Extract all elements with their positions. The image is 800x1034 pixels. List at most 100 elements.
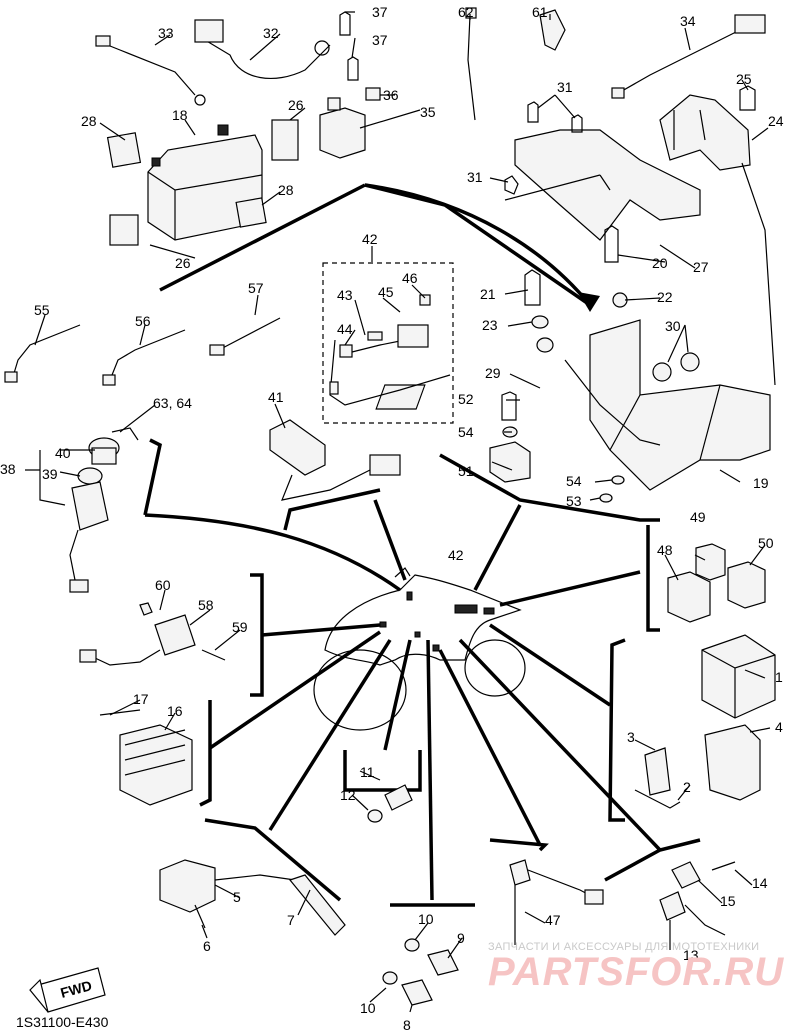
tie-56 xyxy=(109,329,186,381)
callout-17: 17 xyxy=(133,691,149,707)
sensors-8-9-10 xyxy=(382,938,459,1006)
callout-24: 24 xyxy=(768,113,784,129)
callout-34: 34 xyxy=(680,13,696,29)
battery-group xyxy=(95,11,381,246)
starter-cable-32 xyxy=(204,39,331,79)
screw-14 xyxy=(711,861,736,871)
callout-21: 21 xyxy=(480,286,496,302)
callout-54b: 54 xyxy=(566,473,582,489)
battery-pad-right xyxy=(271,119,299,161)
callout-37b: 37 xyxy=(372,32,388,48)
callout-9: 9 xyxy=(457,930,465,946)
callout-14: 14 xyxy=(752,875,768,891)
callout-5: 5 xyxy=(233,889,241,905)
battery-tray-group xyxy=(375,225,771,503)
battery-pad-left xyxy=(106,132,142,168)
callout-2: 2 xyxy=(683,779,691,795)
collar-23 xyxy=(531,315,549,329)
callout-6: 6 xyxy=(203,938,211,954)
ignition-coil xyxy=(159,859,346,936)
washer-10a xyxy=(404,938,420,952)
washer-12 xyxy=(367,809,383,823)
callout-53: 53 xyxy=(566,493,582,509)
callout-12: 12 xyxy=(340,787,356,803)
callout-23: 23 xyxy=(482,317,498,333)
callout-31a: 31 xyxy=(557,79,573,95)
bolt-2 xyxy=(634,789,681,809)
relay-49 xyxy=(695,543,726,581)
fuse-36 xyxy=(365,87,381,101)
washer-10b xyxy=(382,971,398,985)
bracket-3 xyxy=(644,747,671,796)
tie-55 xyxy=(11,324,81,381)
callout-28b: 28 xyxy=(278,182,294,198)
fwd-label: FWD xyxy=(59,977,94,1001)
callout-54a: 54 xyxy=(458,424,474,440)
ecu-bracket-4 xyxy=(704,724,761,801)
callout-22: 22 xyxy=(657,289,673,305)
plug-cap-7 xyxy=(288,874,346,936)
tie-57 xyxy=(214,317,281,353)
callout-49: 49 xyxy=(690,509,706,525)
motorcycle-silhouette xyxy=(313,567,526,731)
assembly-arrow xyxy=(364,183,600,312)
bolt-52 xyxy=(501,391,517,421)
callout-7: 7 xyxy=(287,912,295,928)
callout-51: 51 xyxy=(458,463,474,479)
sensor-13 xyxy=(659,891,686,921)
washer-54b xyxy=(611,475,625,485)
callout-56: 56 xyxy=(135,313,151,329)
callout-38: 38 xyxy=(0,461,16,477)
callout-28a: 28 xyxy=(81,113,97,129)
callout-32: 32 xyxy=(263,25,279,41)
callout-26b: 26 xyxy=(175,255,191,271)
callout-46: 46 xyxy=(402,270,418,286)
coil-5 xyxy=(159,859,216,913)
callout-18: 18 xyxy=(172,107,188,123)
main-switch xyxy=(69,427,139,593)
starter-relay-35 xyxy=(319,107,366,159)
switch-8 xyxy=(401,979,433,1006)
ecu-group xyxy=(634,634,776,809)
callout-45: 45 xyxy=(378,284,394,300)
callout-19: 19 xyxy=(753,475,769,491)
callout-62: 62 xyxy=(458,4,474,20)
switch-9 xyxy=(427,949,459,976)
callout-11: 11 xyxy=(360,764,375,780)
watermark-brand: PARTSFOR.RU xyxy=(488,950,785,994)
connector-51 xyxy=(489,441,531,483)
callout-1: 1 xyxy=(775,669,783,685)
frame-bracket-group xyxy=(465,7,776,386)
callout-50: 50 xyxy=(758,535,774,551)
callout-57: 57 xyxy=(248,280,264,296)
callout-42a: 42 xyxy=(362,231,378,247)
harness-detail xyxy=(322,262,454,424)
wire-lead-34 xyxy=(614,29,741,96)
callout-52: 52 xyxy=(458,391,474,407)
callout-8: 8 xyxy=(403,1017,411,1033)
callout-10b: 10 xyxy=(360,1000,376,1016)
key-63-64 xyxy=(111,427,139,441)
battery-pad-bottom xyxy=(109,214,139,246)
callout-20: 20 xyxy=(652,255,668,271)
watermark-tagline: ЗАПЧАСТИ И АКСЕССУАРЫ ДЛЯ МОТОТЕХНИКИ xyxy=(488,941,760,953)
callout-3: 3 xyxy=(627,729,635,745)
relay-48 xyxy=(667,571,711,623)
callout-16: 16 xyxy=(167,703,183,719)
callout-29: 29 xyxy=(485,365,501,381)
callout-55: 55 xyxy=(34,302,50,318)
callout-labels: 1 2 3 4 5 6 7 8 9 10 10 11 12 13 14 15 1… xyxy=(0,4,784,1033)
battery-pad-front xyxy=(235,197,267,228)
callout-59: 59 xyxy=(232,619,248,635)
sensor-13-group xyxy=(659,861,736,936)
callout-35: 35 xyxy=(420,104,436,120)
bolt-31a xyxy=(527,101,539,123)
bolt-37-top xyxy=(339,11,351,36)
callout-47: 47 xyxy=(545,912,561,928)
battery-tray-19 xyxy=(589,319,771,491)
callout-42b: 42 xyxy=(448,547,464,563)
callout-33: 33 xyxy=(158,25,174,41)
bolt-6 xyxy=(194,904,206,929)
diagram-code: 1S31100-E430 xyxy=(16,1014,109,1030)
callout-58: 58 xyxy=(198,597,214,613)
